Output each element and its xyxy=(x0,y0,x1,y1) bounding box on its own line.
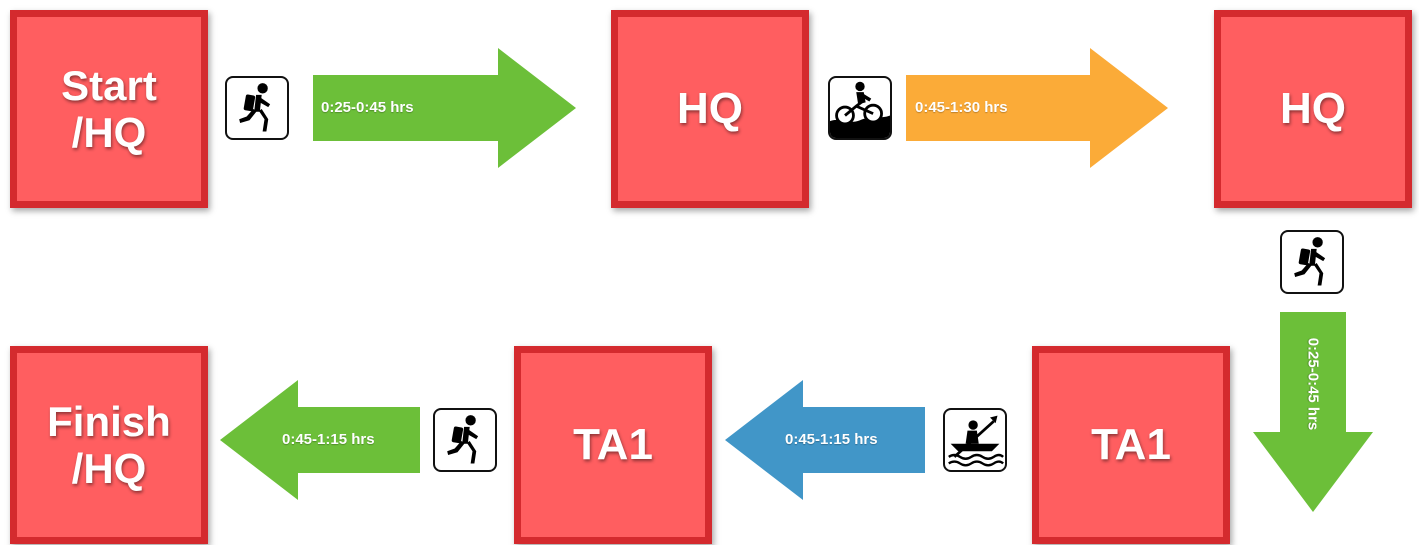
node-finish-hq: Finish /HQ xyxy=(10,346,208,544)
arrow-shape xyxy=(313,48,576,168)
arrow-leg-3: 0:25-0:45 hrs xyxy=(1253,312,1373,512)
node-label: TA1 xyxy=(573,420,653,470)
duration-label: 0:25-0:45 hrs xyxy=(1304,337,1322,431)
arrow-shape xyxy=(220,380,420,500)
arrow-leg-5: 0:45-1:15 hrs xyxy=(220,380,420,500)
node-label: HQ xyxy=(677,84,743,134)
node-ta1-right: TA1 xyxy=(1032,346,1230,544)
mountain-bike-icon xyxy=(828,76,892,140)
node-start-hq: Start /HQ xyxy=(10,10,208,208)
runner-icon xyxy=(225,76,289,140)
duration-label: 0:45-1:30 hrs xyxy=(915,99,1008,116)
node-hq-1: HQ xyxy=(611,10,809,208)
node-label: HQ xyxy=(1280,84,1346,134)
arrow-leg-2: 0:45-1:30 hrs xyxy=(906,48,1168,168)
node-label: TA1 xyxy=(1091,420,1171,470)
arrow-shape xyxy=(906,48,1168,168)
runner-icon xyxy=(433,408,497,472)
runner-icon xyxy=(1280,230,1344,294)
node-label: Start /HQ xyxy=(61,61,157,156)
arrow-leg-1: 0:25-0:45 hrs xyxy=(313,48,576,168)
node-ta1-left: TA1 xyxy=(514,346,712,544)
node-hq-2: HQ xyxy=(1214,10,1412,208)
duration-label: 0:25-0:45 hrs xyxy=(321,99,414,116)
duration-label: 0:45-1:15 hrs xyxy=(785,431,878,448)
duration-label: 0:45-1:15 hrs xyxy=(282,431,375,448)
node-label: Finish /HQ xyxy=(47,397,171,492)
kayak-icon xyxy=(943,408,1007,472)
arrow-shape xyxy=(1253,312,1373,512)
arrow-shape xyxy=(725,380,925,500)
arrow-leg-4: 0:45-1:15 hrs xyxy=(725,380,925,500)
